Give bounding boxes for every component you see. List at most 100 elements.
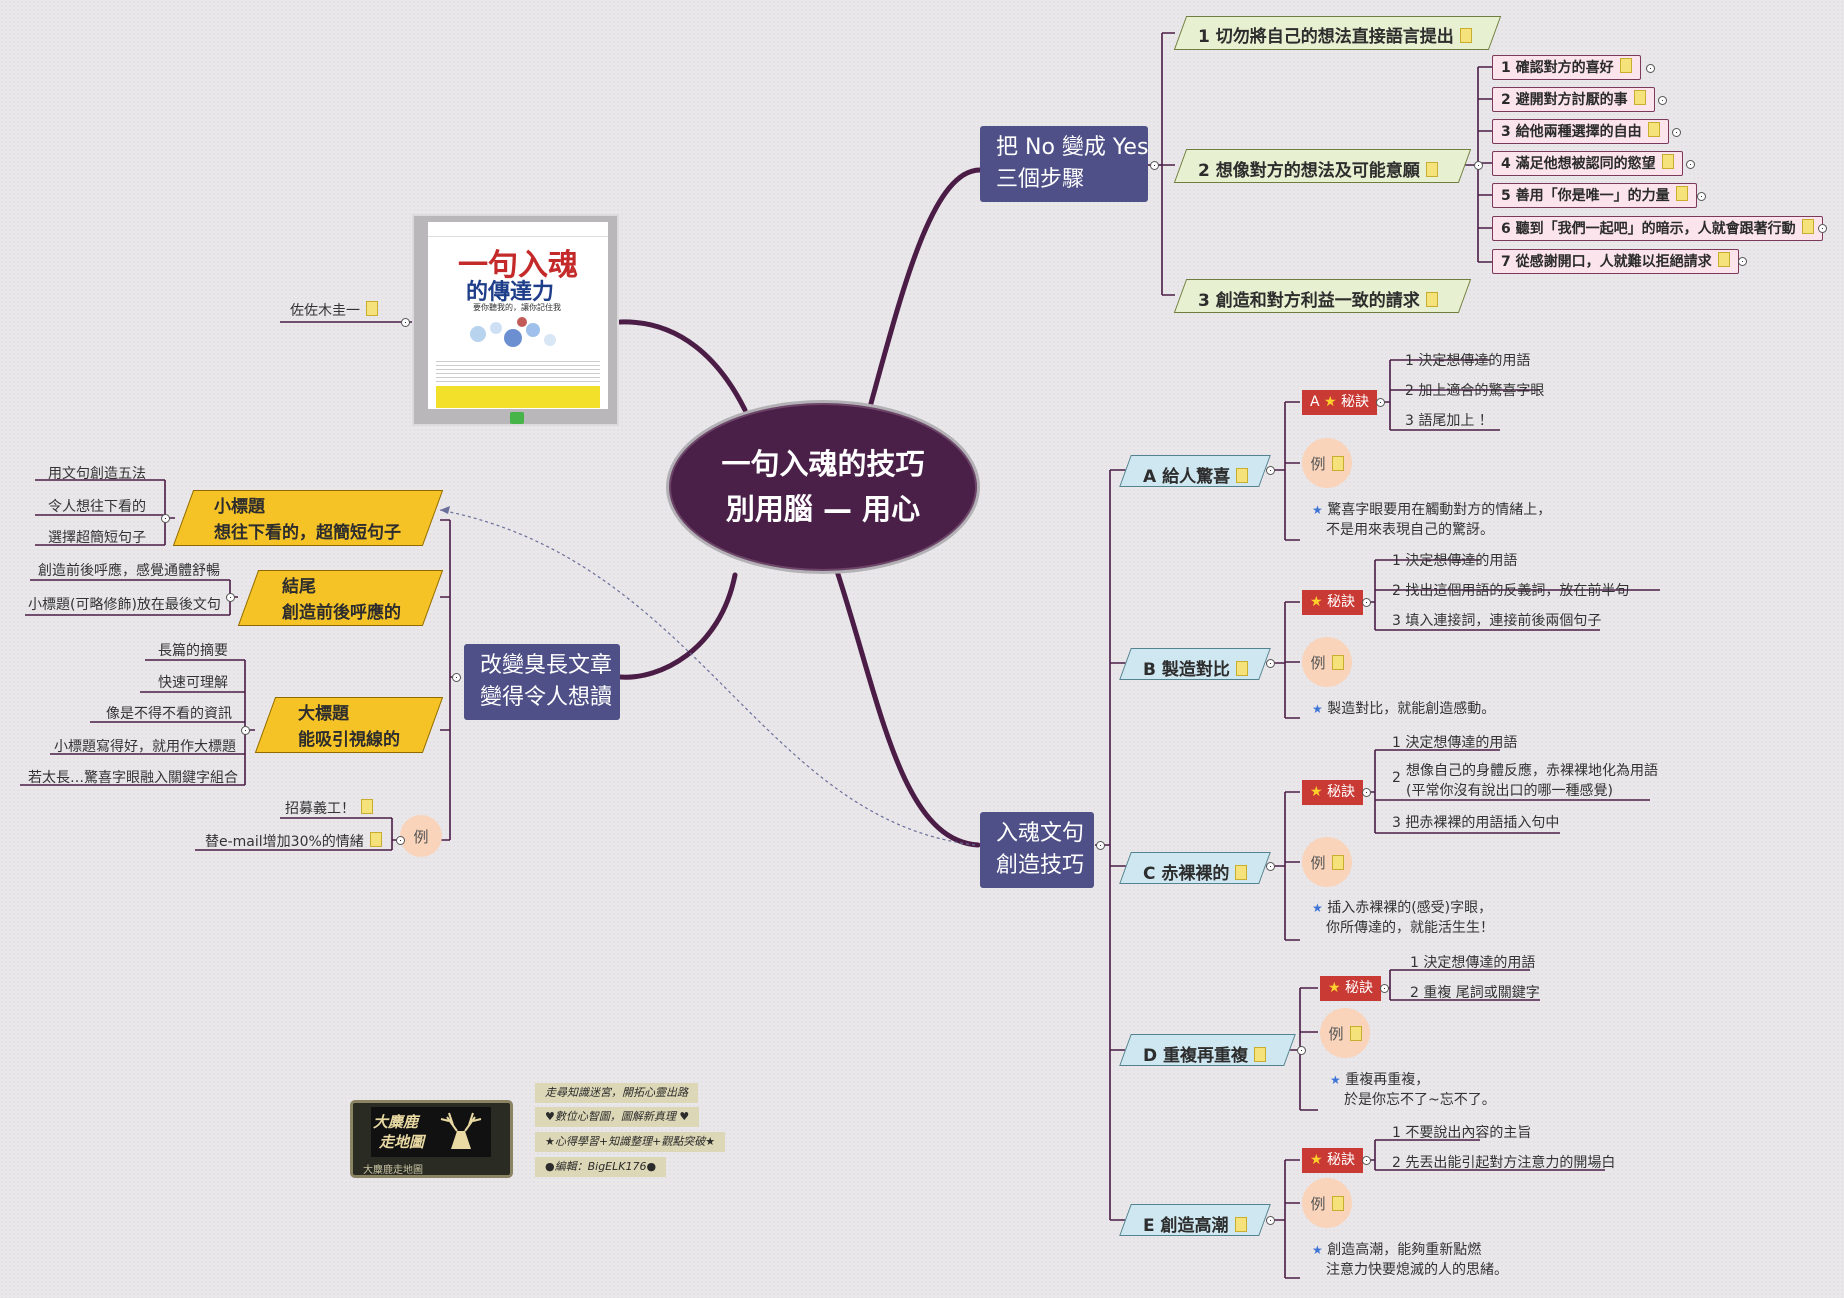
substep-2[interactable]: 2 避開對方討厭的事 [1492, 87, 1655, 112]
example-bubble-e[interactable]: 例 [1302, 1178, 1352, 1228]
substep-5[interactable]: 5 善用「你是唯一」的力量 [1492, 183, 1697, 208]
note-icon[interactable] [1236, 468, 1249, 483]
collapse-toggle[interactable] [1266, 659, 1275, 668]
tip-a-2[interactable]: 2 加上適合的驚喜字眼 [1405, 383, 1545, 399]
secret-tag-e[interactable]: ★ 秘訣 [1302, 1148, 1364, 1173]
note-icon[interactable] [1235, 661, 1248, 676]
tip-b-2[interactable]: 2 找出這個用語的反義詞，放在前半句 [1392, 583, 1630, 599]
ending-leaf-1[interactable]: 創造前後呼應，感覺通體舒暢 [38, 563, 220, 579]
tip-b-3[interactable]: 3 填入連接詞，連接前後兩個句子 [1392, 613, 1602, 629]
ending-leaf-2[interactable]: 小標題(可略修飾)放在最後文句 [28, 597, 221, 613]
note-icon[interactable] [361, 799, 373, 814]
example-bubble-d[interactable]: 例 [1320, 1008, 1370, 1058]
collapse-toggle[interactable] [1362, 1156, 1371, 1165]
articles-example-bubble[interactable]: 例 [400, 815, 442, 857]
note-icon[interactable] [1349, 1025, 1362, 1041]
note-icon[interactable] [1717, 252, 1730, 267]
note-icon[interactable] [1459, 28, 1472, 43]
substep-3[interactable]: 3 給他兩種選擇的自由 [1492, 119, 1669, 144]
collapse-toggle[interactable] [452, 673, 461, 682]
expand-toggle[interactable] [1658, 96, 1667, 105]
example-bubble-b[interactable]: 例 [1302, 637, 1352, 687]
subtitle-leaf-2[interactable]: 令人想往下看的 [48, 499, 146, 515]
secret-tag-c[interactable]: ★ 秘訣 [1302, 780, 1364, 805]
collapse-toggle[interactable] [401, 318, 410, 327]
central-topic[interactable]: 一句入魂的技巧 別用腦 — 用心 [666, 400, 980, 574]
note-icon[interactable] [1661, 154, 1674, 169]
headline-leaf-1[interactable]: 長篇的摘要 [158, 643, 228, 659]
collapse-toggle[interactable] [161, 514, 170, 523]
tip-d-1[interactable]: 1 決定想傳達的用語 [1410, 955, 1536, 971]
expand-toggle[interactable] [1697, 192, 1706, 201]
collapse-toggle[interactable] [1266, 466, 1275, 475]
tip-c-3[interactable]: 3 把赤裸裸的用語插入句中 [1392, 815, 1560, 831]
note-icon[interactable] [1425, 292, 1438, 307]
note-icon[interactable] [1331, 854, 1344, 870]
secret-tag-a[interactable]: A ★ 秘訣 [1302, 390, 1378, 415]
tip-a-1[interactable]: 1 決定想傳達的用語 [1405, 353, 1531, 369]
note-icon[interactable] [1254, 1047, 1267, 1062]
collapse-toggle[interactable] [1376, 398, 1385, 407]
articles-example-1[interactable]: 招募義工！ [285, 798, 373, 818]
note-icon[interactable] [1801, 219, 1814, 234]
headline-leaf-5[interactable]: 若太長…驚喜字眼融入關鍵字組合 [28, 770, 238, 786]
headline-leaf-4[interactable]: 小標題寫得好，就用作大標題 [54, 739, 236, 755]
note-icon[interactable] [1331, 1195, 1344, 1211]
note-icon[interactable] [1619, 58, 1632, 73]
collapse-toggle[interactable] [1150, 161, 1159, 170]
expand-toggle[interactable] [1738, 257, 1747, 266]
substep-6[interactable]: 6 聽到「我們一起吧」的暗示，人就會跟著行動 [1492, 216, 1823, 241]
collapse-toggle[interactable] [1096, 841, 1105, 850]
tip-d-2[interactable]: 2 重複 尾詞或關鍵字 [1410, 985, 1540, 1001]
book-cover-image[interactable]: 一句入魂 的傳達力 要你聽我的，讓你記住我 [412, 214, 619, 426]
note-icon[interactable] [1425, 162, 1438, 177]
collapse-toggle[interactable] [1474, 161, 1483, 170]
collapse-toggle[interactable] [396, 836, 405, 845]
note-icon[interactable] [1633, 90, 1646, 105]
note-icon[interactable] [1234, 1217, 1247, 1232]
tip-e-1[interactable]: 1 不要說出內容的主旨 [1392, 1125, 1532, 1141]
topic-articles[interactable]: 改變臭長文章 變得令人想讀 [464, 644, 620, 720]
collapse-toggle[interactable] [1266, 862, 1275, 871]
example-bubble-a[interactable]: 例 [1302, 438, 1352, 488]
expand-toggle[interactable] [1672, 128, 1681, 137]
note-d[interactable]: ★ 重複再重複，於是你忘不了~忘不了。 [1330, 1072, 1496, 1108]
note-icon[interactable] [366, 301, 378, 316]
secret-tag-b[interactable]: ★ 秘訣 [1302, 590, 1364, 615]
note-icon[interactable] [1675, 186, 1688, 201]
collapse-toggle[interactable] [1362, 598, 1371, 607]
headline-leaf-2[interactable]: 快速可理解 [158, 675, 228, 691]
note-icon[interactable] [1235, 865, 1248, 880]
note-icon[interactable] [1647, 122, 1660, 137]
note-c[interactable]: ★ 插入赤裸裸的(感受)字眼，你所傳達的，就能活生生！ [1312, 900, 1494, 936]
collapse-toggle[interactable] [1380, 984, 1389, 993]
collapse-toggle[interactable] [226, 593, 235, 602]
collapse-toggle[interactable] [1266, 1216, 1275, 1225]
tip-c-2[interactable]: 想像自己的身體反應，赤裸裸地化為用語(平常你沒有說出口的哪一種感覺) [1406, 763, 1658, 799]
topic-techniques[interactable]: 入魂文句 創造技巧 [980, 812, 1094, 888]
note-icon[interactable] [1331, 654, 1344, 670]
expand-toggle[interactable] [1818, 224, 1827, 233]
collapse-toggle[interactable] [1297, 1046, 1306, 1055]
note-icon[interactable] [369, 832, 382, 847]
note-a[interactable]: ★ 驚喜字眼要用在觸動對方的情緒上，不是用來表現自己的驚訝。 [1312, 502, 1552, 538]
substep-1[interactable]: 1 確認對方的喜好 [1492, 55, 1641, 80]
subtitle-leaf-1[interactable]: 用文句創造五法 [48, 466, 146, 482]
note-b[interactable]: ★ 製造對比，就能創造感動。 [1312, 701, 1496, 717]
expand-toggle[interactable] [1646, 64, 1655, 73]
topic-no-to-yes[interactable]: 把 No 變成 Yes 三個步驟 [980, 126, 1148, 202]
expand-arrow-icon[interactable] [510, 412, 524, 424]
example-bubble-c[interactable]: 例 [1302, 837, 1352, 887]
headline-leaf-3[interactable]: 像是不得不看的資訊 [106, 706, 232, 722]
note-e[interactable]: ★ 創造高潮，能夠重新點燃注意力快要熄滅的人的思緒。 [1312, 1242, 1508, 1278]
tip-b-1[interactable]: 1 決定想傳達的用語 [1392, 553, 1518, 569]
tip-e-2[interactable]: 2 先丟出能引起對方注意力的開場白 [1392, 1155, 1616, 1171]
book-author[interactable]: 佐佐木圭一 [290, 300, 378, 320]
note-icon[interactable] [1331, 455, 1344, 471]
substep-4[interactable]: 4 滿足他想被認同的慾望 [1492, 151, 1683, 176]
expand-toggle[interactable] [1686, 160, 1695, 169]
secret-tag-d[interactable]: ★ 秘訣 [1320, 976, 1382, 1001]
articles-example-2[interactable]: 替e-mail增加30%的情緒 [205, 831, 382, 851]
tip-c-1[interactable]: 1 決定想傳達的用語 [1392, 735, 1518, 751]
subtitle-leaf-3[interactable]: 選擇超簡短句子 [48, 530, 146, 546]
